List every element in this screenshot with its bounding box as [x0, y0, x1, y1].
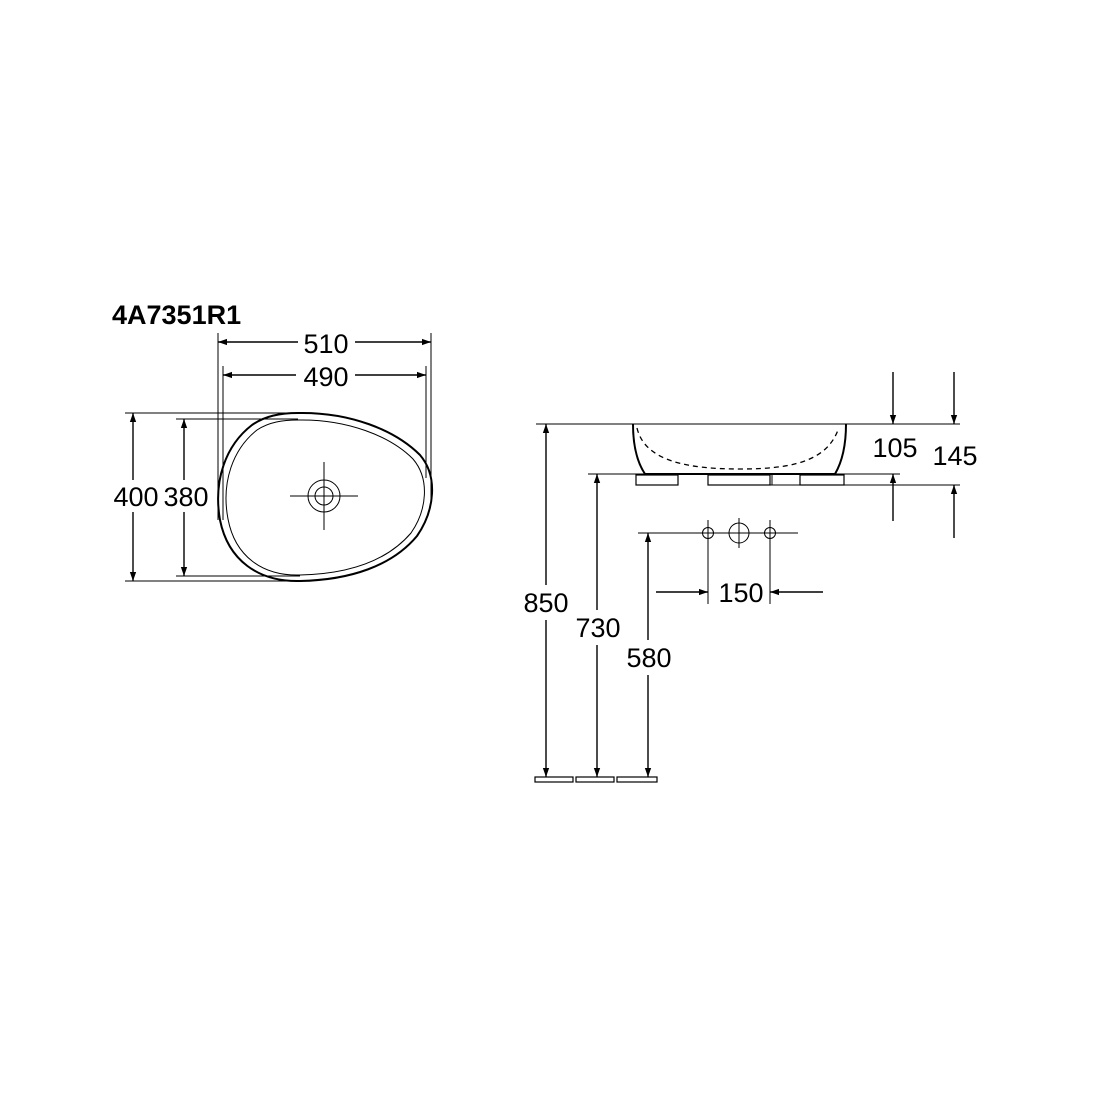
basin-bowl-hidden-line [636, 427, 839, 470]
dim-rim-height-label: 850 [523, 588, 568, 618]
support-pad-middle [707, 474, 771, 486]
dim-total-height-label: 145 [932, 441, 977, 471]
dim-drain-height: 580 [626, 533, 672, 777]
dim-width-outer-label: 510 [303, 329, 348, 359]
dim-width-inner: 490 [223, 362, 426, 392]
top-view: 510 490 400 380 [113, 329, 433, 583]
support-pad-left [635, 474, 679, 486]
dim-depth-inner-label: 380 [163, 482, 208, 512]
dim-fitting-spacing: 150 [656, 578, 823, 608]
dim-underside-height: 730 [575, 474, 621, 777]
dim-rim-height: 850 [523, 424, 569, 777]
floor-pad-2 [575, 776, 615, 783]
model-number: 4A7351R1 [112, 300, 241, 330]
support-pad-right [799, 474, 845, 486]
dim-total-height: 145 [932, 372, 978, 538]
dim-depth-outer-label: 400 [113, 482, 158, 512]
drain-symbol [290, 462, 358, 530]
basin-outer-outline [217, 411, 433, 583]
dim-basin-height: 105 [872, 372, 918, 521]
dim-width-inner-label: 490 [303, 362, 348, 392]
dim-depth-inner: 380 [163, 419, 209, 576]
dim-width-outer: 510 [218, 329, 431, 359]
dim-basin-height-label: 105 [872, 433, 917, 463]
floor-pad-1 [534, 776, 574, 783]
basin-side-outline [632, 423, 847, 475]
floor-pad-3 [616, 776, 658, 783]
dim-fitting-spacing-label: 150 [718, 578, 763, 608]
dim-depth-outer: 400 [113, 413, 159, 581]
dim-drain-height-label: 580 [626, 643, 671, 673]
basin-inner-outline [225, 419, 425, 576]
wall-fittings [638, 518, 798, 604]
side-view: 105 145 150 [523, 372, 978, 783]
dim-underside-height-label: 730 [575, 613, 620, 643]
